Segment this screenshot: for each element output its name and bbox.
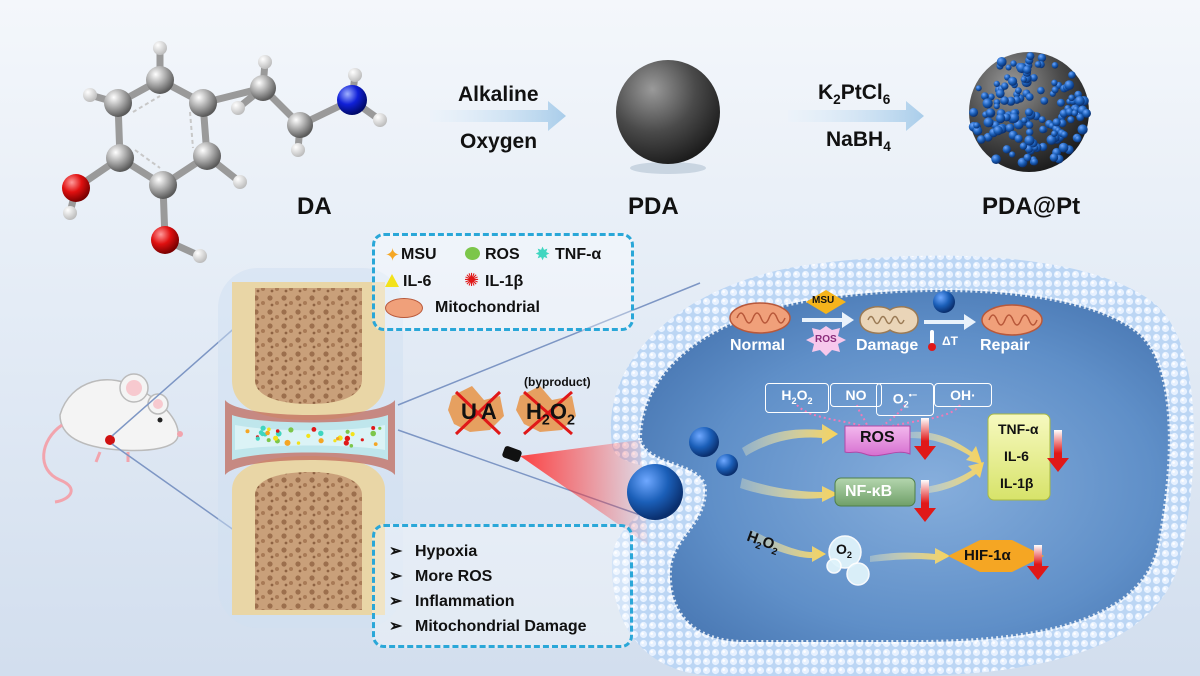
synovial-particles [245,425,382,448]
knee-joint [218,268,403,628]
legend-mitochondrial: Mitochondrial [435,299,540,316]
nfkb-box [834,477,916,507]
pathology-item: ➢Inflammation [389,593,515,610]
o2-bubble-small [826,558,842,574]
pathology-item: ➢Hypoxia [389,543,478,560]
arrow-damage-to-repair [924,314,976,330]
ros-box [844,425,911,457]
pda-sphere [616,60,720,164]
label-damage: Damage [856,337,919,354]
laser-device [502,446,522,462]
byproduct-label: (byproduct) [524,375,591,389]
legend-il6: IL-6 [403,273,432,290]
o2-bubble-medium [846,562,870,586]
step1-condition-alkaline: Alkaline [458,83,539,106]
pdapt-nanozyme-small [933,291,955,313]
msu-star-icon: ✦ [385,245,401,265]
pathology-item: ➢Mitochondrial Damage [389,618,587,635]
mitochondria-damaged [859,306,919,334]
step2-reagent-nabh4: NaBH4 [826,128,891,155]
pathology-list-box: ➢Hypoxia ➢More ROS ➢Inflammation ➢Mitoch… [372,524,633,648]
mitochondria-icon [385,298,423,318]
species-superoxide: O2•− [876,383,934,417]
label-delta-t: ΔT [942,334,958,348]
o2-label: O2 [836,541,852,560]
h2o2-label: H2O2 [526,399,575,429]
cytokine-box [987,413,1051,501]
ros-tag: ROS [815,334,837,345]
il6-triangle-icon [385,274,399,287]
h2o2-crystal [516,386,576,436]
species-h2o2: H2O2 [765,383,829,413]
ros-pathway-label: ROS [860,429,895,446]
dopamine-atoms [62,41,387,263]
cytokine-il6: IL-6 [1004,448,1029,464]
legend-il1b: IL-1β [485,273,524,290]
label-pda: PDA [628,193,679,220]
uric-acid-crystal [448,386,504,436]
ros-tag-shape [806,326,846,356]
step1-condition-oxygen: Oxygen [460,130,538,153]
arrow-da-to-pda [430,101,566,131]
msu-tag: MSU [812,295,835,306]
pdapt-nanozyme-tiny [716,454,738,476]
mitochondria-repaired [981,304,1043,336]
nfkb-label: NF-κB [845,483,893,500]
arrow-pda-to-pdapt [788,101,924,131]
decrease-arrows [914,418,1069,580]
cytokine-il1b: IL-1β [1000,475,1034,491]
pdapt-platinum-coating [968,52,1091,168]
thermometer-icon [928,330,936,351]
pda-shadow [630,162,706,174]
pdapt-nanozyme-large [627,464,683,520]
arrow-normal-to-damage [802,312,854,328]
ros-blob-icon [465,247,480,260]
cytokine-tnf: TNF-α [998,421,1039,437]
species-hydroxyl: OH· [934,383,992,407]
dopamine-ring-dashes [132,95,194,169]
tnf-star-icon: ✸ [535,244,551,264]
hif-label: HIF-1α [964,547,1011,564]
mitochondria-normal [729,302,791,334]
legend-box: ✦ MSU ROS ✸ TNF-α IL-6 ✺ IL-1β Mitochond… [372,233,634,331]
label-pda-pt: PDA@Pt [982,193,1081,220]
label-normal: Normal [730,337,786,354]
pathway-arrows [740,424,984,564]
pathology-item: ➢More ROS [389,568,493,585]
msu-tag-shape [806,290,846,314]
legend-tnf: TNF-α [555,246,602,263]
species-no: NO [830,383,882,407]
label-repair: Repair [980,337,1030,354]
pdapt-nanozyme-mid [689,427,719,457]
legend-msu: MSU [401,246,437,263]
legend-ros: ROS [485,246,520,263]
label-da: DA [297,193,332,220]
laser-beam [520,440,648,545]
hif-diamond [948,540,1044,572]
mouse-illustration [42,373,183,504]
il1b-burst-icon: ✺ [464,270,480,290]
step2-reagent-k2ptcl6: K2PtCl6 [818,81,891,108]
